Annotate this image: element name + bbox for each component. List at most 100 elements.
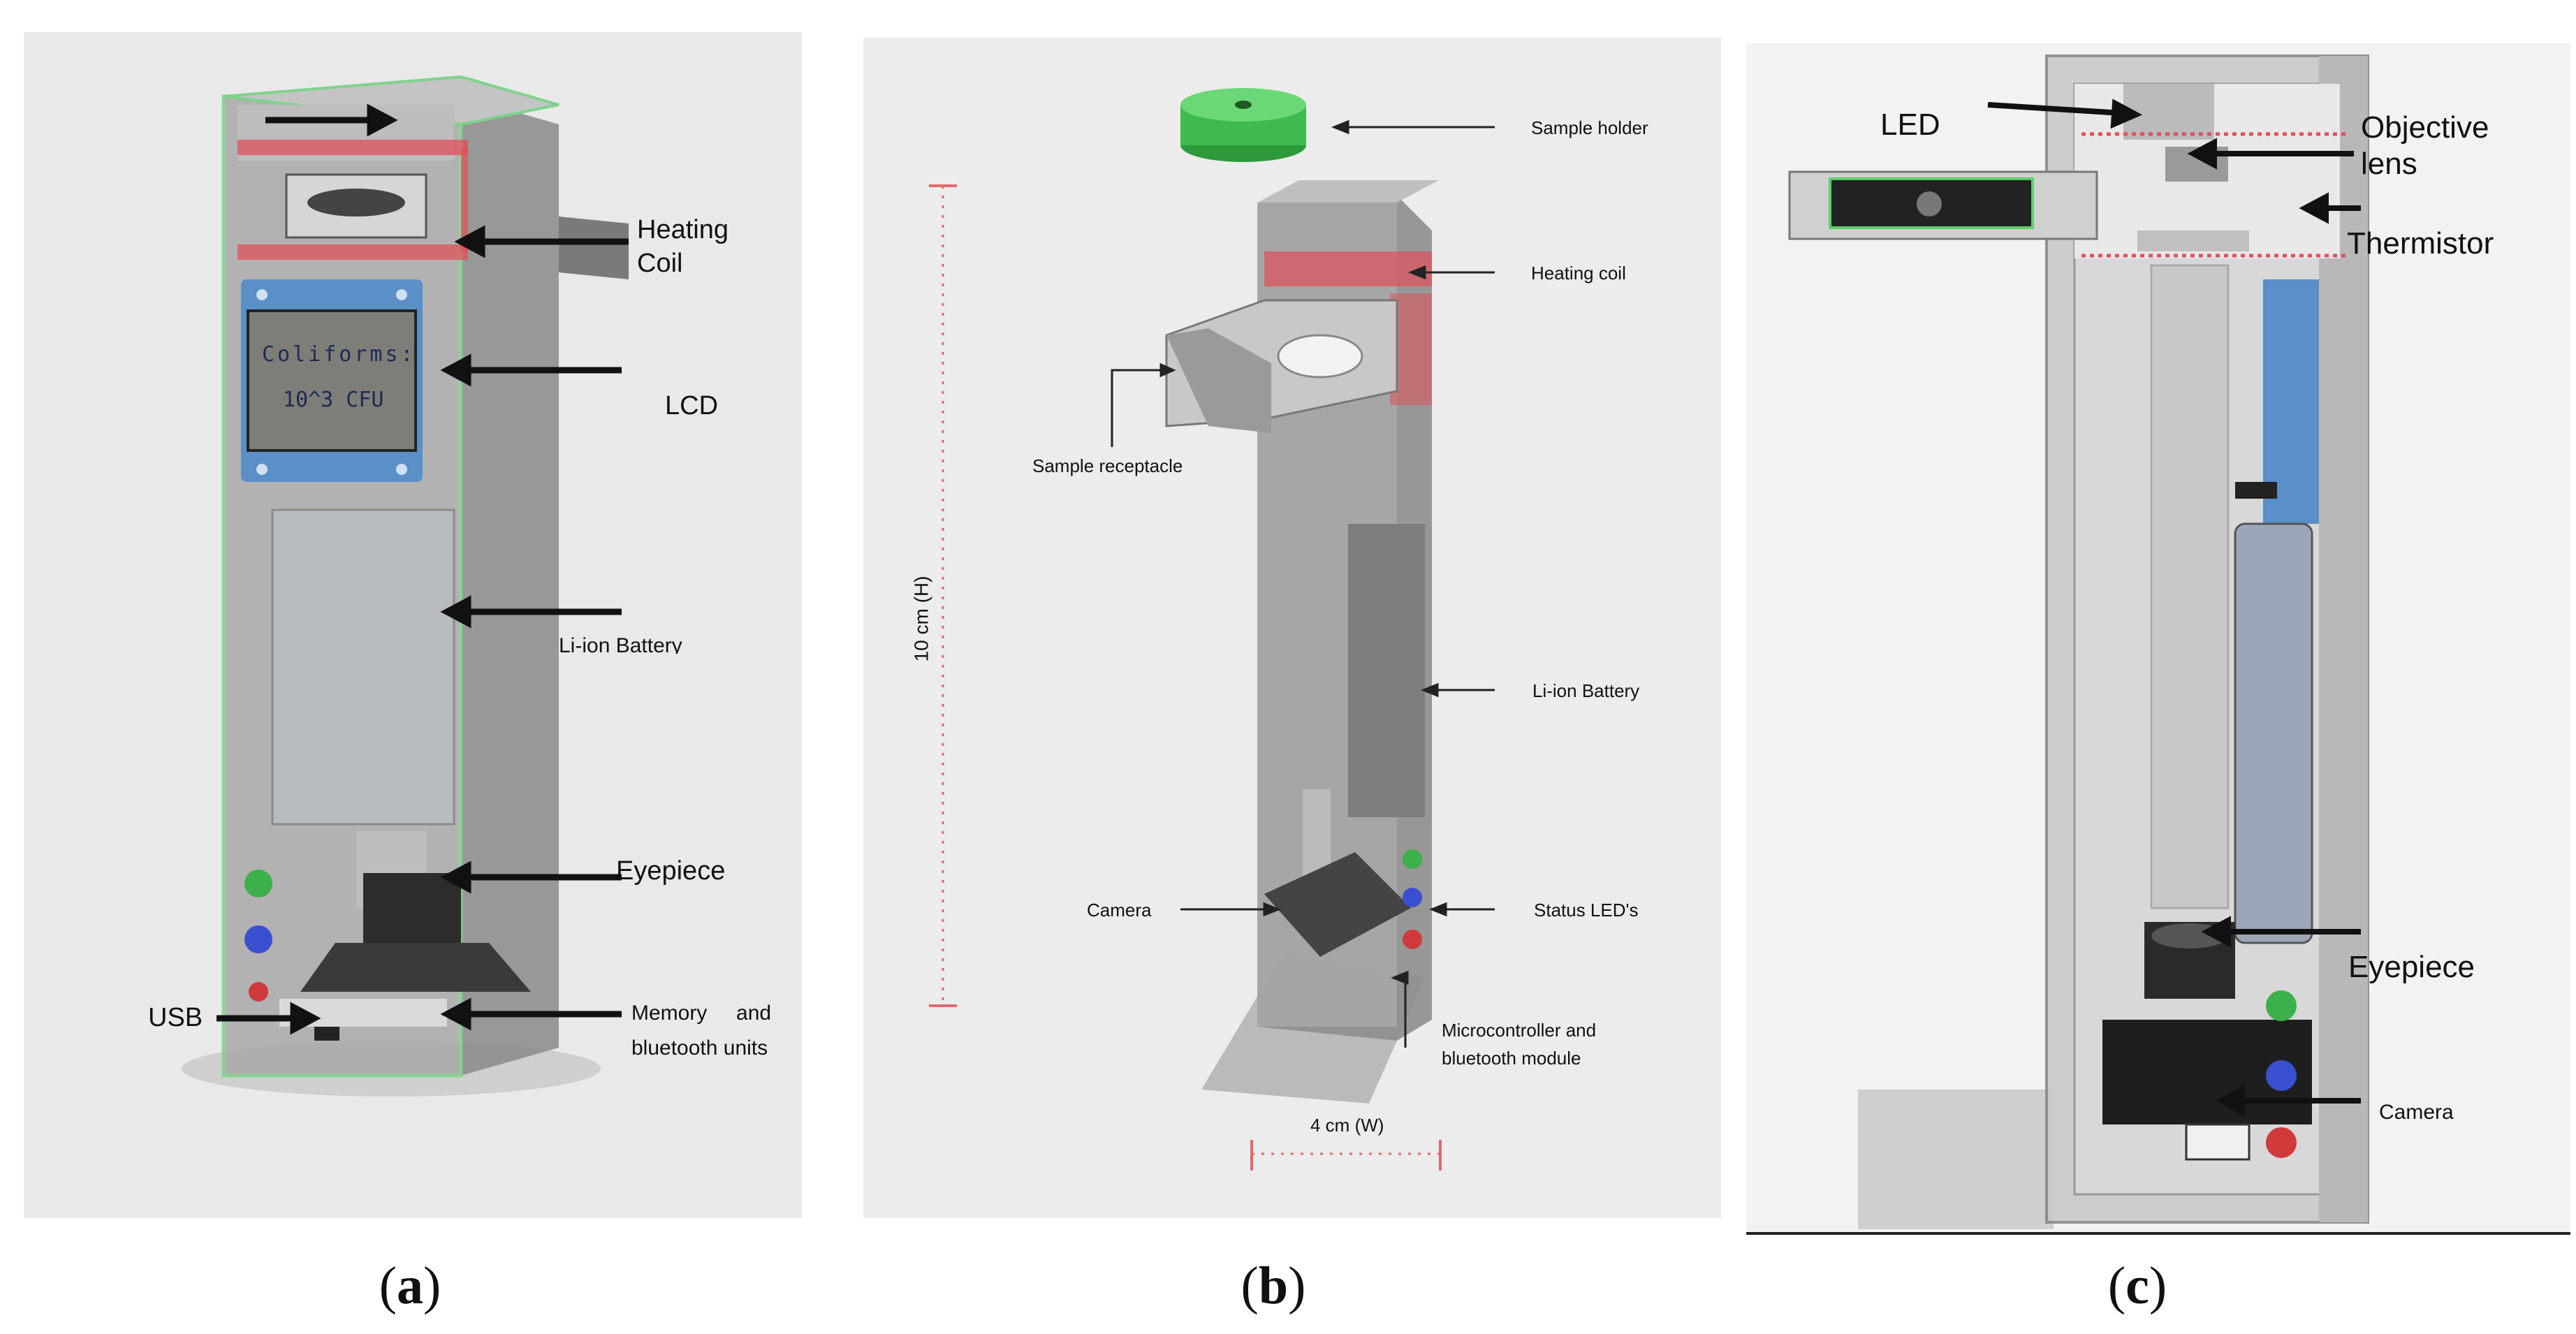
arrow-head (2187, 138, 2217, 170)
label-status-leds: Status LED's (1534, 900, 1639, 921)
label-width-dimension: 4 cm (W) (1310, 1115, 1384, 1136)
label-sample-holder: Sample holder (1531, 117, 1648, 138)
arrow-head (1390, 970, 1409, 985)
arrow-head (454, 225, 485, 258)
heating-coil (1264, 251, 1432, 286)
label-camera: Camera (2379, 1101, 2454, 1124)
label-sample-receptacle: Sample receptacle (1032, 455, 1183, 476)
arrow-head (1420, 682, 1439, 698)
heating-coil-band-bottom (237, 244, 468, 260)
status-led-blue (244, 925, 272, 953)
stage (2137, 230, 2249, 251)
camera-base (300, 943, 531, 992)
label-usb: USB (148, 1003, 203, 1032)
label-memory-line2: bluetooth units (631, 1036, 768, 1060)
sample-holder-hole (1235, 101, 1252, 109)
label-objective-line1: Objective (2361, 110, 2489, 145)
arrow-head (1159, 362, 1176, 378)
lcd-mount-hole (396, 289, 407, 300)
lcd-text-line2: 10^3 CFU (283, 388, 384, 412)
label-height-dimension: 10 cm (H) (910, 576, 932, 662)
status-led-green (244, 870, 272, 897)
arrow-head (1263, 902, 1282, 917)
camera-body (1264, 852, 1411, 957)
arrow-head (440, 997, 471, 1031)
lcd-mount-hole (256, 464, 268, 475)
tower-top (1257, 180, 1439, 203)
eyepiece-body (363, 873, 461, 943)
label-heating-coil: Heating coil (1531, 263, 1626, 284)
panel-a: Coliforms: 10^3 CFU Heating Coil LCD Li-… (0, 0, 838, 1334)
panel-c-arrows (1987, 98, 2361, 1117)
lcd-mount-hole (256, 289, 268, 300)
lcd-screen (247, 309, 417, 452)
arrow-head (2201, 916, 2231, 948)
sample-receptacle (559, 217, 629, 279)
arrow-head (2299, 192, 2329, 224)
label-microcontroller-line2: bluetooth module (1442, 1048, 1581, 1069)
label-camera: Camera (1087, 900, 1152, 921)
label-thermistor: Thermistor (2347, 226, 2494, 261)
inner-sample-disk (307, 189, 405, 217)
label-battery: Li-ion Battery (1532, 680, 1640, 701)
panel-b: Sample holder Heating coil Sample recept… (838, 0, 1746, 1334)
caption-a: (a) (379, 1256, 441, 1315)
label-battery: Li-ion Battery (559, 634, 682, 654)
panel-b-drawing (863, 38, 1721, 1218)
caption-b: (b) (1241, 1256, 1306, 1315)
caption-a-letter: a (397, 1256, 423, 1315)
camera-chip (2185, 1123, 2251, 1161)
status-led-red (1403, 930, 1422, 949)
panel-a-drawing (24, 32, 802, 1218)
device-shadow (1858, 1090, 2054, 1229)
panel-c-drawing (1746, 43, 2570, 1235)
battery-block (1348, 524, 1425, 817)
arrow-head (440, 860, 471, 894)
status-led-blue (2266, 1060, 2297, 1091)
label-heating-coil-line1: Heating (637, 215, 729, 244)
label-heating-coil-line2: Coil (637, 249, 683, 278)
usb-port (314, 1027, 339, 1041)
caption-c: (c) (2107, 1256, 2167, 1315)
label-eyepiece: Eyepiece (2348, 950, 2475, 984)
arrow-head (1407, 265, 1426, 280)
housing-side-face (461, 96, 559, 1076)
optical-tube (2150, 264, 2230, 909)
heating-coil-side (461, 147, 468, 251)
status-led-red (249, 982, 268, 1002)
heating-coil-band-top (237, 140, 468, 155)
label-eyepiece: Eyepiece (616, 856, 726, 886)
label-memory-line1: Memory and (631, 1002, 772, 1025)
panel-a-arrows (217, 103, 629, 1035)
panel-b-leaders (1111, 119, 1495, 1048)
eyepiece-tube (1303, 789, 1331, 880)
arrow-head (440, 595, 471, 629)
battery-block (2234, 522, 2313, 944)
status-led-red (2266, 1127, 2297, 1158)
arrow-head (367, 103, 398, 137)
caption-b-letter: b (1258, 1256, 1289, 1315)
board-connector (2235, 482, 2277, 499)
lcd-text-line1: Coliforms: (262, 342, 416, 367)
caption-c-letter: c (2125, 1256, 2149, 1315)
receptacle-handle (1166, 328, 1271, 433)
label-led: LED (1880, 108, 1940, 142)
label-lcd: LCD (665, 391, 719, 420)
arrow-head (1331, 119, 1349, 135)
sample-well (1917, 191, 1942, 217)
arrow-head (2110, 98, 2143, 129)
status-led-green (1403, 849, 1422, 869)
label-objective-line2: lens (2361, 147, 2417, 181)
label-microcontroller-line1: Microcontroller and (1442, 1020, 1597, 1041)
arrow-head (290, 1002, 321, 1035)
status-led-blue (1403, 888, 1422, 907)
led-housing (2123, 84, 2214, 140)
arrow-head (2215, 1085, 2245, 1117)
arrow-head (1428, 902, 1447, 917)
arrow-head (440, 353, 471, 387)
battery-block (271, 508, 455, 826)
lcd-mount-hole (396, 464, 407, 475)
panel-c: LED Objective lens Thermistor Eyepiece C… (1746, 0, 2576, 1334)
status-led-green (2266, 990, 2297, 1021)
receptacle-well (1277, 334, 1363, 379)
